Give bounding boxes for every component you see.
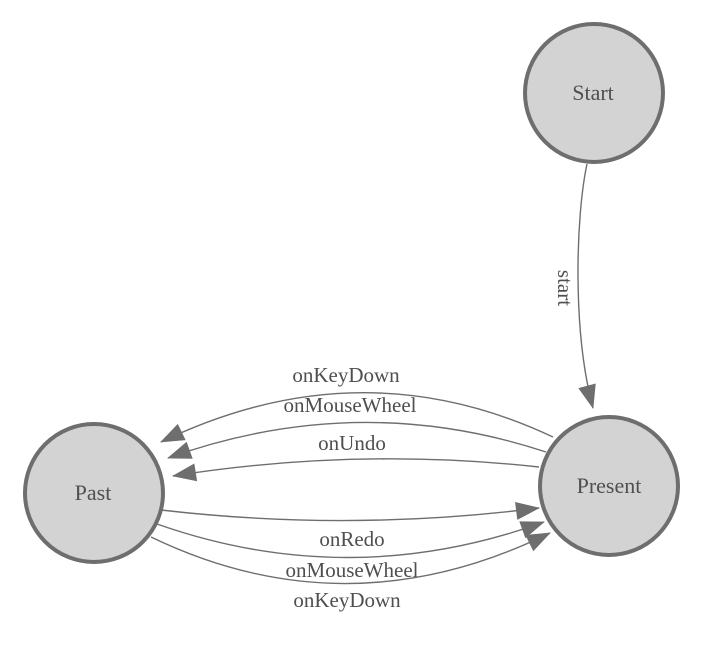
edge-line[interactable] bbox=[160, 501, 540, 522]
edge-present-to-past-onundo[interactable]: onUndo bbox=[172, 431, 540, 482]
node-present[interactable]: Present bbox=[538, 415, 680, 557]
edge-past-to-present-onredo[interactable]: onRedo bbox=[160, 501, 540, 551]
edge-label-onkeydown-2: onKeyDown bbox=[293, 588, 401, 612]
edge-label-onundo: onUndo bbox=[318, 431, 386, 455]
edge-line[interactable] bbox=[150, 532, 551, 585]
edge-line[interactable] bbox=[167, 421, 547, 459]
node-present-circle[interactable] bbox=[538, 415, 680, 557]
edge-past-to-present-onmousewheel[interactable]: onMouseWheel bbox=[156, 521, 545, 582]
edge-label-start: start bbox=[553, 270, 577, 306]
node-start[interactable]: Start bbox=[523, 22, 665, 164]
node-present-label: Present bbox=[577, 473, 642, 498]
edge-past-to-present-onkeydown[interactable]: onKeyDown bbox=[150, 532, 551, 612]
edge-label-onmousewheel-2: onMouseWheel bbox=[286, 558, 419, 582]
edge-line[interactable] bbox=[160, 392, 554, 443]
edge-start-to-present[interactable]: start bbox=[553, 163, 596, 409]
node-past[interactable]: Past bbox=[23, 422, 165, 564]
edge-label-onkeydown: onKeyDown bbox=[292, 363, 400, 387]
edge-present-to-past-onkeydown[interactable]: onKeyDown bbox=[160, 363, 554, 443]
node-past-label: Past bbox=[75, 480, 112, 505]
edge-present-to-past-onmousewheel[interactable]: onMouseWheel bbox=[167, 393, 547, 459]
edge-label-onredo: onRedo bbox=[319, 527, 384, 551]
edge-line[interactable] bbox=[577, 163, 596, 409]
edge-line[interactable] bbox=[156, 521, 545, 559]
node-past-circle[interactable] bbox=[23, 422, 165, 564]
node-start-circle[interactable] bbox=[523, 22, 665, 164]
edge-label-onmousewheel: onMouseWheel bbox=[284, 393, 417, 417]
edge-line[interactable] bbox=[172, 458, 540, 482]
node-start-label: Start bbox=[572, 80, 614, 105]
